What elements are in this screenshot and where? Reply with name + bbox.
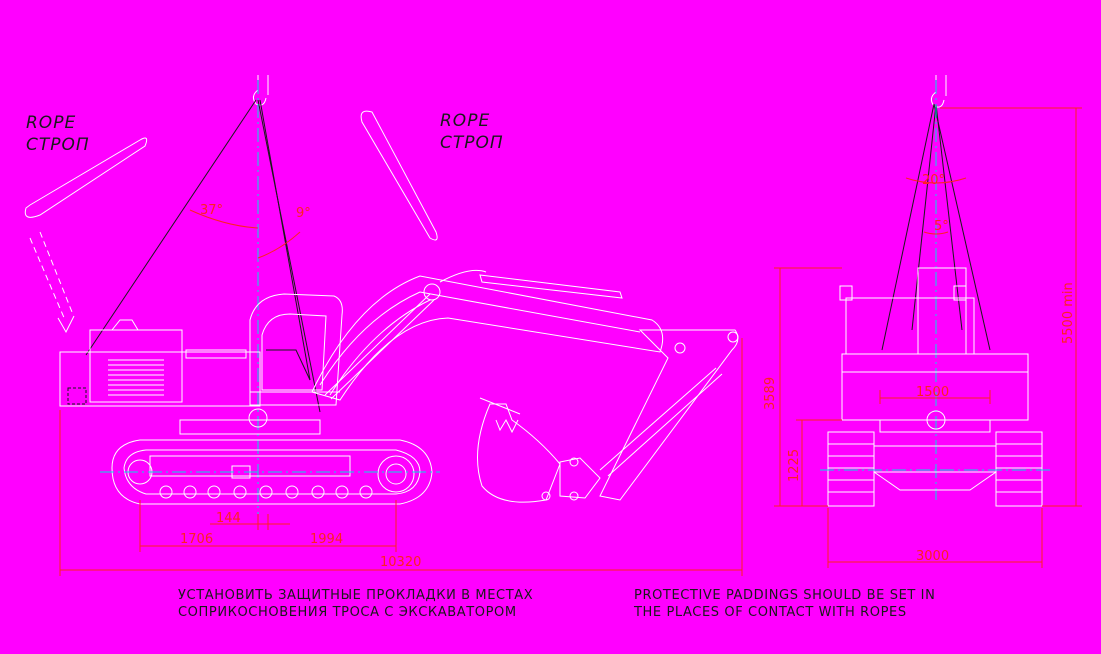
side-angle-main: 37° [200, 203, 223, 218]
left-rope-symbol: ROPE СТРОП [24, 113, 148, 334]
dim-front-to-center: 1706 [180, 532, 213, 547]
dim-center-to-rear: 1994 [310, 532, 343, 547]
right-rope-symbol: ROPE СТРОП [360, 110, 504, 241]
track-rollers [159, 485, 373, 499]
dim-min-hook-height: 5500 min [1061, 282, 1076, 344]
dim-track-width: 3000 [916, 549, 949, 564]
side-dimensions: 144 1706 1994 10320 [59, 338, 743, 576]
rope-label-left-en: ROPE [26, 113, 76, 133]
rope-label-right-en: ROPE [440, 111, 490, 131]
rope-label-right-ru: СТРОП [440, 133, 504, 153]
note-en-line1: PROTECTIVE PADDINGS SHOULD BE SET IN [634, 588, 935, 603]
front-angle-small: 5° [934, 219, 949, 234]
front-angle-main: 20° [922, 173, 945, 188]
front-view: 20° 5° [820, 75, 1050, 507]
note-ru-line1: УСТАНОВИТЬ ЗАЩИТНЫЕ ПРОКЛАДКИ В МЕСТАХ [178, 588, 533, 603]
note-ru-line2: СОПРИКОСНОВЕНИЯ ТРОСА С ЭКСКАВАТОРОМ [178, 605, 517, 620]
dim-clearance-height: 1225 [787, 449, 802, 482]
front-dimensions: 1500 3000 3589 1225 5500 min [763, 107, 1082, 568]
dim-track-offset: 144 [216, 511, 241, 526]
side-view: 37° 9° [59, 75, 739, 520]
side-angle-small: 9° [296, 206, 311, 221]
dim-overall-length: 10320 [380, 555, 421, 570]
rope-label-left-ru: СТРОП [26, 135, 90, 155]
notes: УСТАНОВИТЬ ЗАЩИТНЫЕ ПРОКЛАДКИ В МЕСТАХ С… [178, 588, 935, 620]
note-en-line2: THE PLACES OF CONTACT WITH ROPES [633, 605, 907, 620]
dim-upper-width: 1500 [916, 385, 949, 400]
dim-overall-height: 3589 [763, 377, 778, 410]
